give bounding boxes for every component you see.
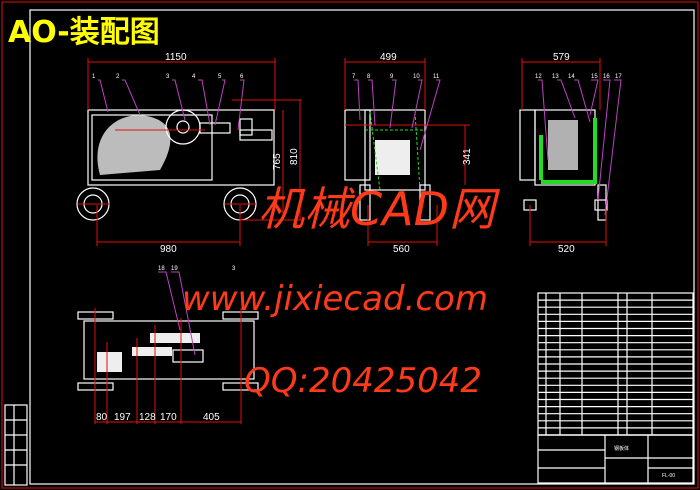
part-number: 8	[367, 74, 371, 80]
dim-197: 197	[114, 412, 131, 423]
rear-view: 579 520 12 13 14 15 16 17	[519, 52, 622, 255]
part-number: 6	[240, 74, 244, 80]
dim-405: 405	[203, 412, 220, 423]
part-number: 3	[166, 74, 170, 80]
dim-765: 765	[272, 153, 283, 170]
part-number: 13	[552, 74, 559, 80]
part-number: 19	[171, 266, 178, 272]
dim-499: 499	[380, 52, 397, 63]
dim-170: 170	[160, 412, 177, 423]
left-strip-table	[4, 404, 28, 486]
dim-560: 560	[393, 244, 410, 255]
watermark-site: 机械CAD网	[258, 182, 501, 236]
dim-80: 80	[96, 412, 108, 423]
title-block-name: 钢板体	[614, 445, 629, 452]
front-view: 1150 980 765 810 1 2 3 4 5 6	[76, 52, 302, 255]
dim-980: 980	[160, 244, 177, 255]
part-number: 12	[535, 74, 542, 80]
part-number: 14	[568, 74, 575, 80]
part-number: 4	[192, 74, 196, 80]
part-number: 7	[352, 74, 356, 80]
side-view: 499 560 341 7 8 9 10 11	[344, 52, 473, 255]
dim-1150: 1150	[165, 52, 187, 63]
part-number: 3	[232, 266, 236, 272]
watermark-url: www.jixiecad.com	[182, 279, 488, 319]
part-number: 15	[591, 74, 598, 80]
dim-341: 341	[462, 148, 473, 165]
title-block: 钢板体 FL-00	[537, 434, 694, 484]
dim-810: 810	[289, 148, 300, 165]
dim-520: 520	[558, 244, 575, 255]
drawing-title: AO-装配图	[8, 15, 160, 50]
drawing-number: FL-00	[662, 473, 675, 479]
part-number: 2	[116, 74, 120, 80]
part-number: 17	[615, 74, 622, 80]
part-number: 10	[413, 74, 420, 80]
inner-frame	[29, 9, 695, 485]
watermark-qq: QQ:20425042	[244, 361, 482, 401]
part-number: 11	[433, 74, 440, 80]
part-number: 18	[158, 266, 165, 272]
dim-579: 579	[553, 52, 570, 63]
parts-list-table	[537, 292, 694, 436]
part-number: 16	[603, 74, 610, 80]
part-number: 1	[92, 74, 96, 80]
top-view: 18 19 3 80 197 128 170 405	[77, 266, 259, 424]
part-number: 5	[218, 74, 222, 80]
dim-128: 128	[139, 412, 156, 423]
part-number: 9	[390, 74, 394, 80]
